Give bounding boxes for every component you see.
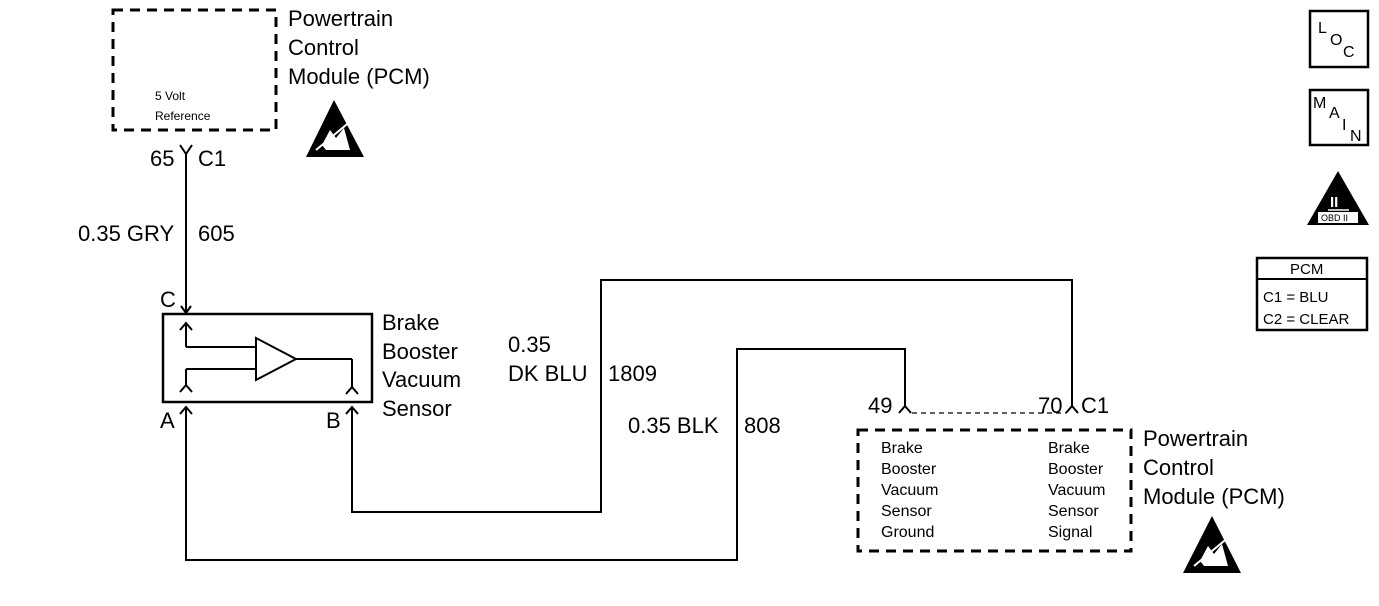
connector-legend: PCM C1 = BLU C2 = CLEAR [1255,256,1369,332]
bottom-pin-70: 70 [1038,393,1062,418]
pin-65-connector: 65 C1 [150,144,226,171]
pin-49-terminal-icon [898,404,912,414]
obd-ii-icon[interactable]: II OBD II [1307,171,1369,225]
top-pcm-title-line2: Control [288,35,359,60]
pin-70-terminal-icon [1065,404,1079,414]
female-terminal-icon [179,144,193,156]
sensor-title-line1: Brake [382,310,439,335]
wire-1809-circuit: 1809 [608,361,657,386]
pcm-ground-line3: Vacuum [881,482,939,499]
pcm-ground-line2: Booster [881,461,937,478]
esd-icon [306,100,364,157]
wire-808 [185,348,906,561]
top-connector-label: C1 [198,146,226,171]
sensor-pin-c: C [160,287,176,312]
sensor-pin-b: B [326,408,341,433]
pcm-signal-line1: Brake [1048,440,1090,457]
obd-label: OBD II [1321,213,1348,223]
main-icon[interactable]: M A I N [1308,88,1370,147]
sensor-title-line3: Vacuum [382,367,461,392]
bottom-pcm-box [856,428,1133,553]
top-pcm-title-line3: Module (PCM) [288,64,430,89]
bottom-pcm-title-line3: Module (PCM) [1143,484,1285,509]
main-letter-m: M [1313,95,1326,112]
top-pin-number: 65 [150,146,174,171]
main-letter-n: N [1350,128,1362,145]
legend-header: PCM [1290,261,1323,278]
bottom-pcm-title-line1: Powertrain [1143,426,1248,451]
esd-icon [1183,516,1241,573]
pcm-signal-line3: Vacuum [1048,482,1106,499]
pcm-ground-line5: Ground [881,524,934,541]
bottom-connector-label: C1 [1081,393,1109,418]
top-pcm-module: 5 Volt Reference Powertrain Control Modu… [111,6,430,157]
internal-terminal-b-icon [345,385,359,395]
wire-808-circuit: 808 [744,413,781,438]
obd-numeral: II [1330,194,1338,211]
top-pcm-box [111,8,278,132]
amplifier-icon [255,336,299,382]
top-pcm-inner-line2: Reference [155,109,211,123]
wire-1809-gauge: 0.35 [508,332,551,357]
wire-605-circuit: 605 [198,221,235,246]
top-pcm-inner-line1: 5 Volt [155,89,186,103]
loc-letter-o: O [1330,32,1342,49]
sensor-title-line4: Sensor [382,396,452,421]
legend-row-c2: C2 = CLEAR [1263,311,1349,328]
bottom-pin-49: 49 [868,393,892,418]
main-letter-a: A [1329,105,1340,122]
loc-letter-l: L [1318,20,1327,37]
bottom-pcm-module: 49 70 C1 Brake Booster Vacuum Sensor Gro… [856,393,1285,573]
pcm-signal-line4: Sensor [1048,503,1099,520]
sensor-title-line2: Booster [382,339,458,364]
top-pcm-title-line1: Powertrain [288,6,393,31]
main-letter-i: I [1342,117,1346,134]
pcm-signal-line5: Signal [1048,524,1092,541]
wire-605-gauge-color: 0.35 GRY [78,221,175,246]
loc-letter-c: C [1343,44,1355,61]
wire-808-gauge-color: 0.35 BLK [628,413,719,438]
wire-1809 [351,279,1073,513]
loc-icon[interactable]: L O C [1308,9,1370,69]
legend-row-c1: C1 = BLU [1263,289,1328,306]
pcm-ground-line4: Sensor [881,503,932,520]
wire-1809-color: DK BLU [508,361,587,386]
bottom-pcm-title-line2: Control [1143,455,1214,480]
brake-booster-vacuum-sensor: C Brake Booster Vacuum Sensor A B [160,287,461,433]
sensor-pin-a: A [160,408,175,433]
pcm-signal-line2: Booster [1048,461,1104,478]
pcm-ground-line1: Brake [881,440,923,457]
